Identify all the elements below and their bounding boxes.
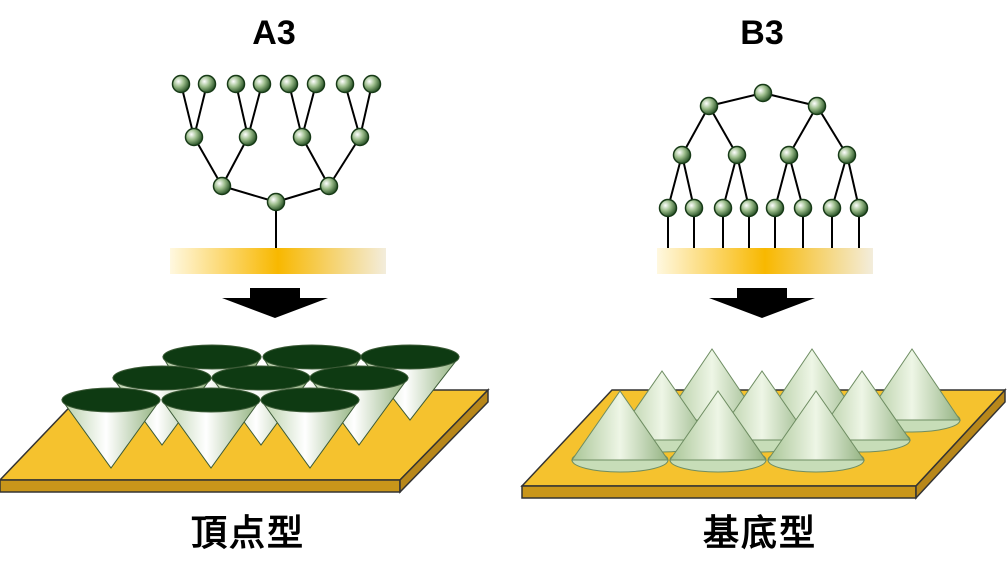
node (292, 127, 312, 147)
node (171, 74, 191, 94)
node (793, 198, 813, 218)
node (335, 74, 355, 94)
node (279, 74, 299, 94)
node (727, 145, 747, 165)
node (226, 74, 246, 94)
node (849, 198, 869, 218)
node (306, 74, 326, 94)
cone (669, 390, 767, 473)
node (765, 198, 785, 218)
node (238, 127, 258, 147)
panel-caption-left: 頂点型 (190, 513, 305, 554)
node (319, 176, 339, 196)
node (266, 192, 286, 212)
node (197, 74, 217, 94)
node (212, 176, 232, 196)
node (753, 83, 773, 103)
arrow-right (709, 288, 815, 318)
panel-title-left: A3 (252, 14, 296, 52)
cone (61, 387, 161, 469)
tree-left (180, 83, 373, 248)
node (350, 127, 370, 147)
node (739, 198, 759, 218)
substrate-bar-right (657, 248, 873, 274)
node (822, 198, 842, 218)
tree-left-nodes (171, 74, 382, 212)
tree-right (667, 92, 860, 248)
node (713, 198, 733, 218)
cone (260, 387, 360, 469)
node (779, 145, 799, 165)
panel-caption-right: 基底型 (702, 513, 817, 554)
arrow-left (222, 288, 328, 318)
node (699, 96, 719, 116)
node (684, 198, 704, 218)
cones-right (571, 348, 961, 473)
cone (571, 390, 669, 473)
node (658, 198, 678, 218)
node (807, 96, 827, 116)
substrate-bar-left (170, 248, 386, 274)
node (252, 74, 272, 94)
cone (767, 390, 865, 473)
cone (161, 387, 261, 469)
node (184, 127, 204, 147)
node (672, 145, 692, 165)
node (837, 145, 857, 165)
tree-right-nodes (658, 83, 869, 218)
cones-left (61, 344, 461, 469)
node (362, 74, 382, 94)
panel-title-right: B3 (740, 14, 784, 52)
